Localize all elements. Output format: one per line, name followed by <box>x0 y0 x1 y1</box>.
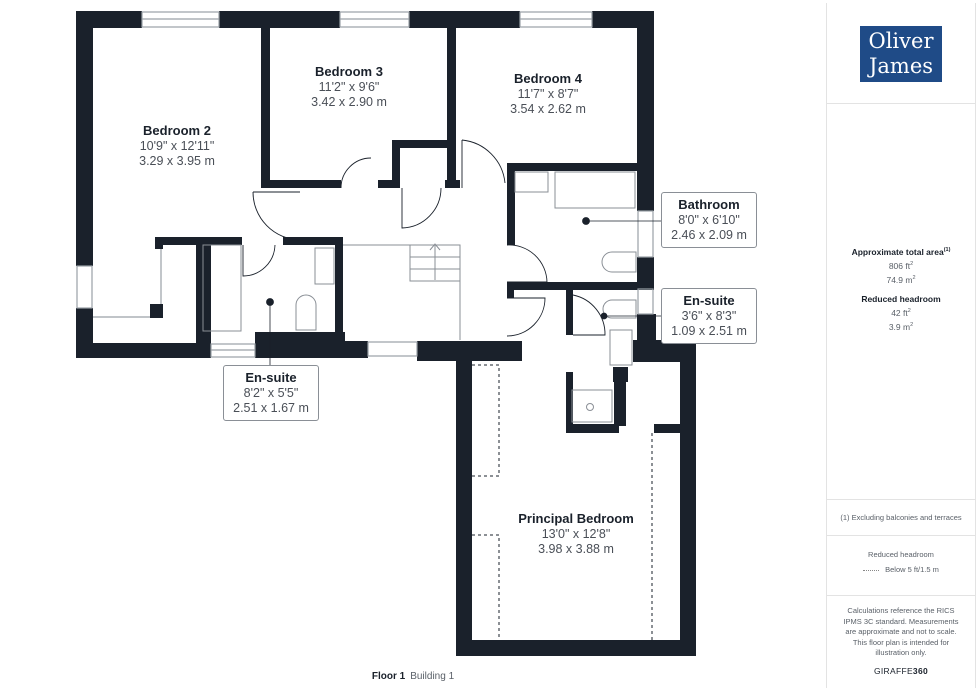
building-label: Building 1 <box>410 671 455 682</box>
room-metric: 1.09 x 2.51 m <box>671 323 747 338</box>
room-bedroom-2: Bedroom 2 10'9" x 12'11" 3.29 x 3.95 m <box>139 123 215 169</box>
room-name: En-suite <box>683 293 735 308</box>
room-imperial: 8'0" x 6'10" <box>678 212 740 227</box>
room-metric: 3.54 x 2.62 m <box>510 101 586 116</box>
walls <box>76 11 696 656</box>
room-name: Bedroom 2 <box>143 123 211 138</box>
disclaimer-section: Calculations reference the RICS IPMS 3C … <box>827 595 975 689</box>
disclaimer-text: Calculations reference the RICS IPMS 3C … <box>843 606 959 657</box>
giraffe360-brand: GIRAFFE360 <box>873 665 929 676</box>
room-imperial: 11'7" x 8'7" <box>517 86 579 101</box>
total-area-title: Approximate total area(1) <box>851 247 951 257</box>
logo-line-1: Oliver <box>868 29 934 53</box>
room-name: Bedroom 4 <box>514 71 582 86</box>
legend-title: Reduced headroom <box>868 550 934 559</box>
dotted-line-icon <box>863 569 880 571</box>
room-imperial: 10'9" x 12'11" <box>139 138 215 153</box>
room-metric: 3.29 x 3.95 m <box>139 153 215 168</box>
legend-item: Below 5 ft/1.5 m <box>827 565 975 574</box>
room-name: Bedroom 3 <box>315 64 383 79</box>
info-sidebar: Oliver James Approximate total area(1) 8… <box>826 3 976 688</box>
brand-logo: Oliver James <box>860 26 942 82</box>
room-imperial: 13'0" x 12'8" <box>541 526 611 541</box>
doors <box>242 139 606 337</box>
fixtures <box>202 171 637 423</box>
room-principal-bedroom: Principal Bedroom 13'0" x 12'8" 3.98 x 3… <box>518 511 634 557</box>
room-bedroom-3: Bedroom 3 11'2" x 9'6" 3.42 x 2.90 m <box>311 64 387 110</box>
logo-line-2: James <box>868 54 934 78</box>
room-ensuite-callout-right: En-suite 3'6" x 8'3" 1.09 x 2.51 m <box>661 288 757 344</box>
room-imperial: 3'6" x 8'3" <box>681 308 737 323</box>
room-name: Principal Bedroom <box>518 511 634 526</box>
room-ensuite-callout-left: En-suite 8'2" x 5'5" 2.51 x 1.67 m <box>223 365 319 421</box>
room-imperial: 11'2" x 9'6" <box>318 79 380 94</box>
reduced-headroom-sqft: 42 ft2 <box>891 308 911 318</box>
reduced-headroom-title: Reduced headroom <box>861 294 941 304</box>
room-bedroom-4: Bedroom 4 11'7" x 8'7" 3.54 x 2.62 m <box>510 71 586 117</box>
floor-plan: Bedroom 2 10'9" x 12'11" 3.29 x 3.95 m B… <box>0 11 826 682</box>
room-metric: 2.46 x 2.09 m <box>671 227 747 242</box>
room-name: Bathroom <box>678 197 740 212</box>
room-metric: 3.98 x 3.88 m <box>538 541 614 556</box>
room-metric: 2.51 x 1.67 m <box>233 400 309 415</box>
legend-section: Reduced headroom Below 5 ft/1.5 m <box>827 535 975 596</box>
area-section: Approximate total area(1) 806 ft2 74.9 m… <box>827 103 975 500</box>
windows <box>76 11 654 358</box>
room-metric: 3.42 x 2.90 m <box>311 94 387 109</box>
floor-label: Floor 1 <box>371 671 406 682</box>
total-area-sqm: 74.9 m2 <box>886 275 916 285</box>
room-imperial: 8'2" x 5'5" <box>243 385 299 400</box>
reduced-headroom-lines <box>472 364 653 640</box>
reduced-headroom-sqm: 3.9 m2 <box>888 322 914 332</box>
floor-caption: Floor 1 Building 1 <box>0 671 826 682</box>
room-name: En-suite <box>245 370 297 385</box>
total-area-sqft: 806 ft2 <box>888 261 914 271</box>
floor-plan-drawing <box>76 11 696 656</box>
room-bathroom-callout: Bathroom 8'0" x 6'10" 2.46 x 2.09 m <box>661 192 757 248</box>
callout-leaders <box>266 217 661 365</box>
logo-section: Oliver James <box>827 3 975 103</box>
footnote-section: (1) Excluding balconies and terraces <box>827 499 975 536</box>
